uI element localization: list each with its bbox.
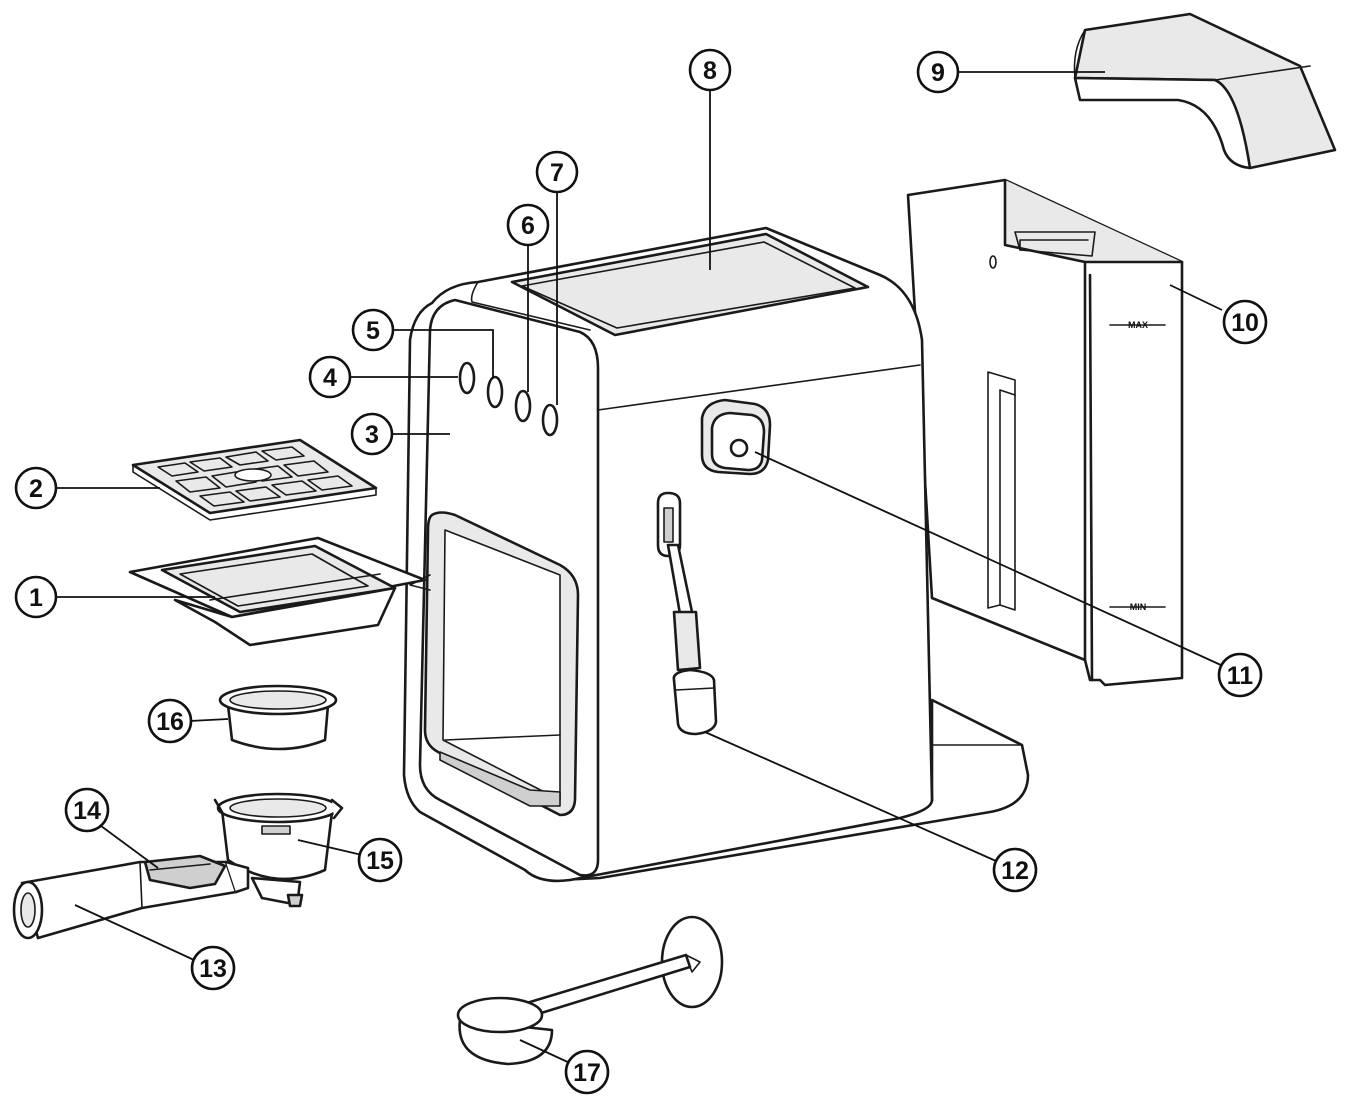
callout-9: 9 [916,50,960,94]
callout-9-label: 9 [931,59,945,87]
callout-5-label: 5 [366,317,380,345]
callout-7-label: 7 [550,159,564,187]
portafilter-handle [12,854,250,940]
drip-grid [131,438,378,521]
drip-tray [128,536,427,647]
measuring-spoon-tamper [456,915,724,1066]
callout-1: 1 [14,575,58,619]
callout-12: 12 [992,847,1038,893]
button-6 [514,389,532,423]
callout-14: 14 [64,787,110,833]
steam-knob [700,398,772,476]
callout-15: 15 [357,837,403,883]
machine-body [402,226,1030,883]
callout-8-label: 8 [703,57,717,85]
callout-15-label: 15 [366,847,394,875]
portafilter-cup [213,792,344,908]
callout-4: 4 [308,355,352,399]
callout-17: 17 [564,1049,610,1095]
callout-4-label: 4 [323,364,337,392]
button-4 [458,361,476,395]
steam-wand [656,491,718,736]
callout-2: 2 [14,466,58,510]
callout-13: 13 [190,945,236,991]
water-tank-lid [1073,12,1337,170]
callout-10-label: 10 [1231,309,1259,337]
callout-17-label: 17 [573,1059,601,1087]
callout-12-label: 12 [1001,857,1029,885]
tank-min-mark: MIN [1130,602,1147,612]
callout-3: 3 [350,412,394,456]
callout-16: 16 [147,698,193,744]
filter-basket-16 [218,684,338,751]
callout-5: 5 [351,308,395,352]
callout-1-label: 1 [29,584,43,612]
callout-11: 11 [1217,652,1263,698]
callout-11-label: 11 [1227,662,1254,690]
callout-13-label: 13 [199,955,227,983]
callout-6: 6 [506,203,550,247]
callout-3-label: 3 [365,421,379,449]
callout-14-label: 14 [73,797,101,825]
callout-7: 7 [535,150,579,194]
tank-max-mark: MAX [1128,320,1148,330]
button-5 [486,375,504,409]
callout-2-label: 2 [29,475,43,503]
callout-10: 10 [1222,299,1268,345]
button-7 [541,403,559,437]
callout-6-label: 6 [521,212,535,240]
leader-lines [57,71,1224,1065]
callout-16-label: 16 [156,708,184,736]
callout-8: 8 [688,48,732,92]
water-tank: MAX MIN [906,178,1184,687]
